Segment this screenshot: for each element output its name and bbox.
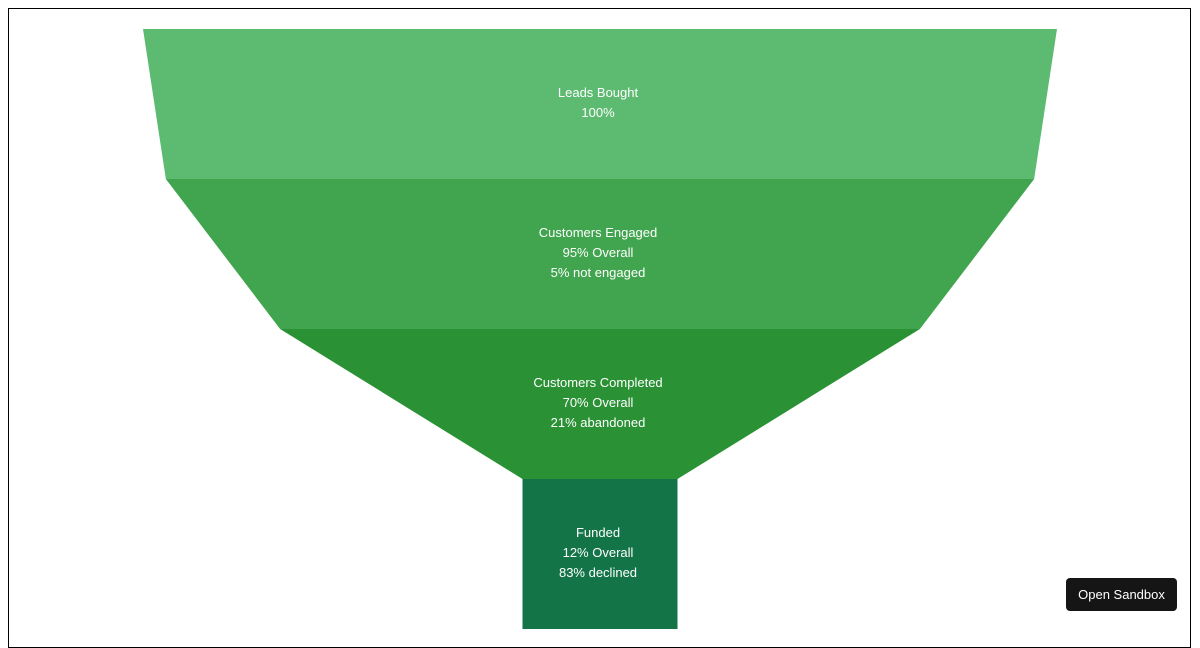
open-sandbox-button[interactable]: Open Sandbox xyxy=(1066,578,1177,611)
funnel-stage-3-label-1: Customers Completed xyxy=(533,375,662,390)
funnel-stage-3-label-3: 21% abandoned xyxy=(551,415,646,430)
funnel-stage-4-label-2: 12% Overall xyxy=(563,545,634,560)
funnel-chart: Leads Bought 100% Customers Engaged 95% Ove… xyxy=(143,29,1057,629)
funnel-stages: Leads Bought 100% Customers Engaged 95% Ove… xyxy=(143,29,1057,629)
funnel-stage-1-label-2: 100% xyxy=(581,105,615,120)
funnel-stage-2[interactable] xyxy=(165,179,1035,329)
funnel-stage-3-label-2: 70% Overall xyxy=(563,395,634,410)
funnel-stage-4-label-3: 83% declined xyxy=(559,565,637,580)
funnel-stage-2-label-3: 5% not engaged xyxy=(551,265,646,280)
funnel-stage-4-label-1: Funded xyxy=(576,525,620,540)
funnel-stage-4[interactable] xyxy=(522,479,678,629)
funnel-stage-1-label-1: Leads Bought xyxy=(558,85,639,100)
funnel-stage-2-label-2: 95% Overall xyxy=(563,245,634,260)
funnel-stage-2-label-1: Customers Engaged xyxy=(539,225,658,240)
funnel-stage-1[interactable] xyxy=(143,29,1057,179)
funnel-stage-3[interactable] xyxy=(280,329,920,479)
